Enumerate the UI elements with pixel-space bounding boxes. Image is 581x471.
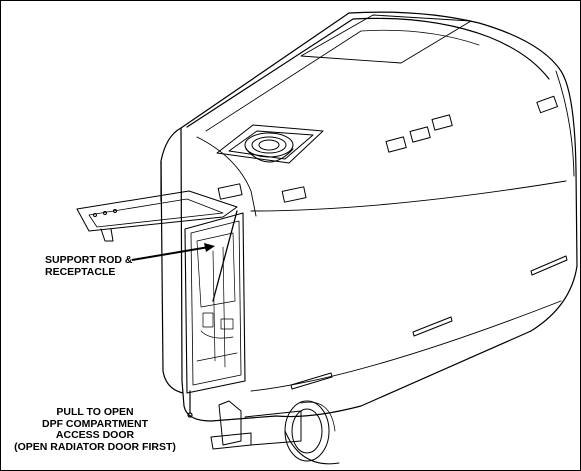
front-tire <box>284 400 340 465</box>
hood-crown-inner <box>205 29 480 132</box>
hood-front-edge-2 <box>196 136 257 217</box>
hood-top-panel <box>300 14 472 64</box>
callout-support-rod-receptacle: SUPPORT ROD & RECEPTACLE <box>45 254 133 278</box>
callout-support-rod-line1: SUPPORT ROD & <box>45 254 133 266</box>
dpf-compartment-opening <box>184 212 246 394</box>
side-marker-lights <box>290 255 568 390</box>
support-rod <box>212 210 238 302</box>
hood-side-sweep <box>250 180 567 212</box>
chassis-bracket <box>210 400 302 450</box>
callout-pull-line3: ACCESS DOOR <box>55 429 135 441</box>
callout-pull-line4: (OPEN RADIATOR DOOR FIRST) <box>14 440 176 453</box>
air-intake-vent <box>216 124 324 164</box>
hood-badges <box>217 95 559 203</box>
hood-side-lower <box>250 300 562 392</box>
callout-pull-line2: DPF COMPARTMENT <box>42 417 148 430</box>
hood-right-contour <box>555 70 575 177</box>
callout-support-rod-line2: RECEPTACLE <box>45 265 116 278</box>
callout-pull-to-open: PULL TO OPEN DPF COMPARTMENT ACCESS DOOR… <box>1 406 189 453</box>
hood-crown-line <box>186 17 550 128</box>
callout-pull-line1: PULL TO OPEN <box>56 406 134 418</box>
open-access-door <box>76 190 238 242</box>
support-rod-leader <box>131 243 215 261</box>
hood-front-face <box>160 160 184 394</box>
